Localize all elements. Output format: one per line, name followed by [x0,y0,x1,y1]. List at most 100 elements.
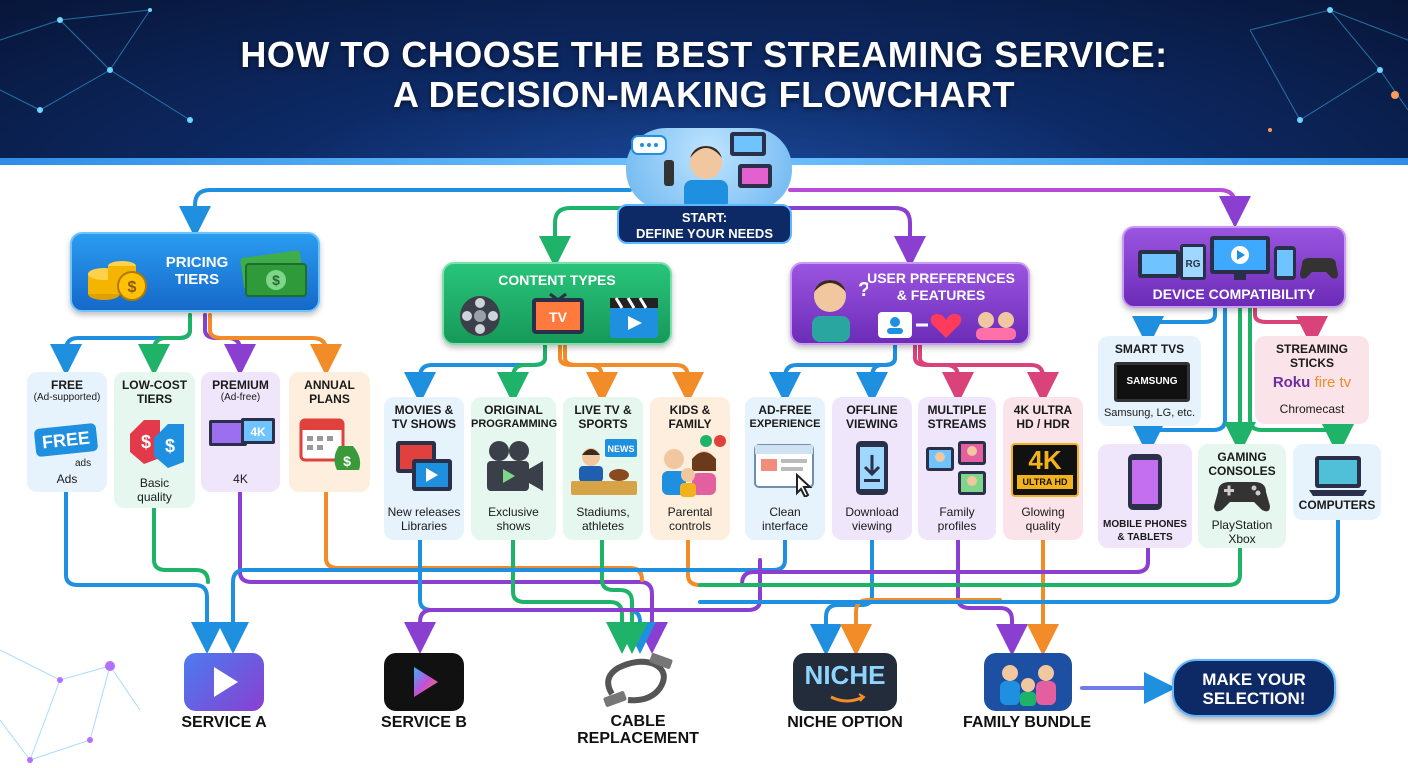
title-line-1: HOW TO CHOOSE THE BEST STREAMING SERVICE… [240,34,1168,75]
option-kids-desc: Parental [667,505,713,519]
svg-text:$: $ [343,453,351,469]
option-kids-desc2: controls [668,519,712,533]
option-premium-desc: 4K [233,472,248,486]
service-a-label: SERVICE A [181,714,267,731]
movie-screens-icon [396,441,452,491]
consoles-desc: PlayStation [1211,518,1273,532]
svg-text:$: $ [272,272,280,288]
service-a-logo-icon[interactable] [184,653,264,711]
option-annual-plans[interactable]: ANNUAL PLANS $ [289,372,370,492]
tv-icon: TV [532,292,584,334]
option-movies-tv[interactable]: MOVIES & TV SHOWS New releases Libraries [384,397,464,540]
pricing-label-2: TIERS [174,271,220,288]
preferences-label-1: USER PREFERENCES [867,270,1015,286]
option-live-desc: Stadiums, [576,505,630,519]
roku-logo-icon: Roku [1272,374,1311,391]
laptop-icon [1309,456,1367,496]
coins-icon: $ [88,261,147,301]
option-movies-desc: New releases [387,505,461,519]
start-avatar-circle [626,128,792,210]
smart-tvs-desc: Samsung, LG, etc. [1103,407,1196,419]
option-annual-title: ANNUAL [304,378,355,392]
option-kids-family[interactable]: KIDS & FAMILY Parental controls [650,397,730,540]
device-compatibility-label: DEVICE COMPATIBILITY [1152,286,1316,302]
consoles-title2: CONSOLES [1208,464,1276,478]
option-4k-desc2: quality [1025,519,1061,533]
option-smart-tvs[interactable]: SMART TVS SAMSUNG Samsung, LG, etc. [1098,336,1201,426]
option-ad-free[interactable]: AD-FREE EXPERIENCE Clean interface [745,397,825,540]
option-offline-desc: Download [845,505,899,519]
mobile-title2: & TABLETS [1117,532,1173,543]
option-live-tv-sports[interactable]: LIVE TV & SPORTS NEWS Stadiums, athletes [563,397,643,540]
option-4k-desc: Glowing [1021,505,1065,519]
category-content-types[interactable]: CONTENT TYPES TV [442,262,672,345]
option-streaming-sticks[interactable]: STREAMING STICKS Roku fire tv Chromecast [1255,336,1369,424]
tv-text: TV [549,309,568,325]
network-decoration-bottom [0,649,141,763]
category-device-compatibility[interactable]: RG DEVICE COMPATIBILITY [1122,226,1346,308]
option-mobile-tablets[interactable]: MOBILE PHONES & TABLETS [1098,444,1192,548]
start-label-2: DEFINE YOUR NEEDS [635,226,773,241]
option-movies-title2: TV SHOWS [391,417,456,431]
option-4k-title2: HD / HDR [1016,417,1070,431]
option-adfree-title2: EXPERIENCE [749,418,821,430]
thinking-person-icon: ? [812,279,868,342]
option-4k-ultra-hd[interactable]: 4K ULTRA HD / HDR 4K ULTRA HD Glowing qu… [1003,397,1083,540]
start-node[interactable]: START: DEFINE YOUR NEEDS [617,204,792,244]
option-annual-title2: PLANS [309,392,350,406]
news-anchor-icon: NEWS [571,439,637,495]
family-bundle-icon[interactable] [984,653,1072,711]
option-gaming-consoles[interactable]: GAMING CONSOLES PlayStation Xbox [1198,444,1286,548]
clapperboard-icon [610,297,658,338]
consoles-title: GAMING [1217,450,1267,464]
option-multiple-streams[interactable]: MULTIPLE STREAMS Family profiles [918,397,996,540]
cable-label-1: CABLE [610,713,666,730]
niche-option-label: NICHE OPTION [787,714,903,731]
svg-text:?: ? [858,279,868,301]
film-reel-icon [460,296,500,336]
option-low-cost-desc2: quality [137,490,172,504]
free-badge-icon: FREE [33,422,99,458]
option-kids-title: KIDS & [669,403,711,417]
option-live-title: LIVE TV & [574,403,632,417]
option-premium[interactable]: PREMIUM (Ad-free) 4K 4K [201,372,280,492]
network-decoration [0,7,1408,132]
cable-label-2: REPLACEMENT [577,730,699,747]
option-computers[interactable]: COMPUTERS [1293,444,1381,520]
camera-icon [487,441,543,491]
option-free-desc: Ads [56,472,78,486]
kids-icon [662,435,726,497]
option-offline-desc2: viewing [851,519,893,533]
final-label-2: SELECTION! [1202,689,1306,708]
4k-ultra-hd-icon: 4K ULTRA HD [1011,443,1079,497]
consoles-desc2: Xbox [1228,532,1256,546]
option-original-title2: PROGRAMMING [471,418,558,430]
cable-replacement-label: CABLE REPLACEMENT [568,713,708,747]
option-original-desc: Exclusive [488,505,539,519]
news-badge-text: NEWS [608,444,635,454]
option-low-cost[interactable]: LOW-COST TIERS $ $ Basic quality [114,372,195,508]
tablet-text: RG [1186,259,1201,270]
sticks-title2: STICKS [1289,356,1334,370]
price-tag-icon: $ $ [130,420,184,468]
option-original-programming[interactable]: ORIGINAL PROGRAMMING Exclusive shows [471,397,558,540]
service-b-logo-icon[interactable] [384,653,464,711]
sticks-title: STREAMING [1276,342,1348,356]
category-user-preferences[interactable]: ? USER PREFERENCES & FEATURES [790,262,1030,345]
mobile-title: MOBILE PHONES [1103,519,1187,530]
option-4k-title: 4K ULTRA [1013,403,1073,417]
free-badge-sub: ads [75,458,92,469]
category-pricing-tiers[interactable]: $ PRICING TIERS $ [70,232,320,312]
cable-icon[interactable] [598,650,678,712]
niche-logo-icon[interactable]: NICHE [793,653,897,711]
option-offline-viewing[interactable]: OFFLINE VIEWING Download viewing [832,397,912,540]
option-free[interactable]: FREE (Ad-supported) FREE ads Ads [27,372,107,492]
samsung-tv-icon: SAMSUNG [1114,362,1190,402]
option-adfree-desc2: interface [761,519,809,533]
4k-badge-sub: ULTRA HD [1017,475,1073,489]
option-low-cost-title: LOW-COST [121,378,188,392]
make-your-selection-button[interactable]: MAKE YOUR SELECTION! [1172,659,1336,717]
option-live-desc2: athletes [581,519,625,533]
svg-text:$: $ [165,436,175,456]
option-free-sub: (Ad-supported) [33,392,101,403]
